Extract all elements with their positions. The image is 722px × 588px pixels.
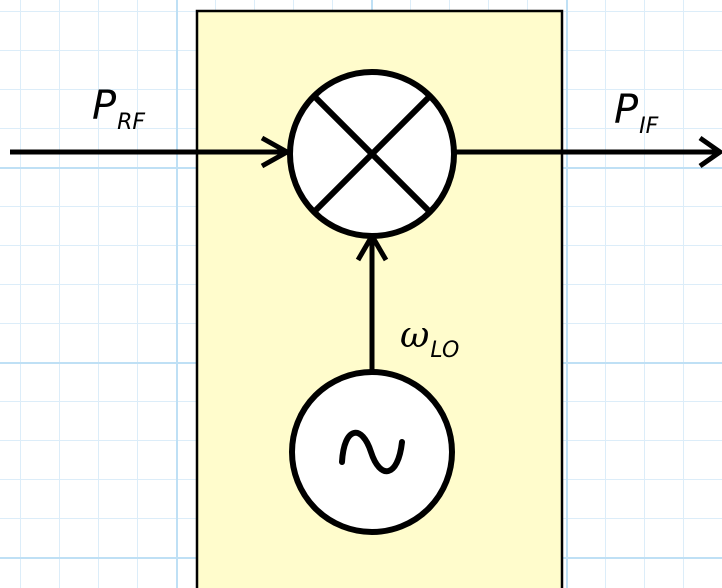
rf-power-label: PRF [92, 83, 145, 134]
if-power-label: PIF [614, 87, 658, 138]
lo-frequency-label: ωLO [400, 315, 459, 362]
rf-power-symbol: P [92, 83, 117, 129]
sine-wave-icon [339, 430, 405, 474]
if-output-arrow [456, 135, 722, 169]
mixer-cross-circle-icon [287, 69, 457, 239]
oscillator-circle [289, 369, 455, 535]
if-power-subscript: IF [639, 114, 659, 139]
rf-input-arrow [10, 135, 293, 169]
if-power-symbol: P [614, 87, 639, 133]
rf-power-subscript: RF [117, 110, 146, 135]
lo-frequency-subscript: LO [430, 338, 460, 363]
lo-frequency-symbol: ω [400, 315, 430, 356]
